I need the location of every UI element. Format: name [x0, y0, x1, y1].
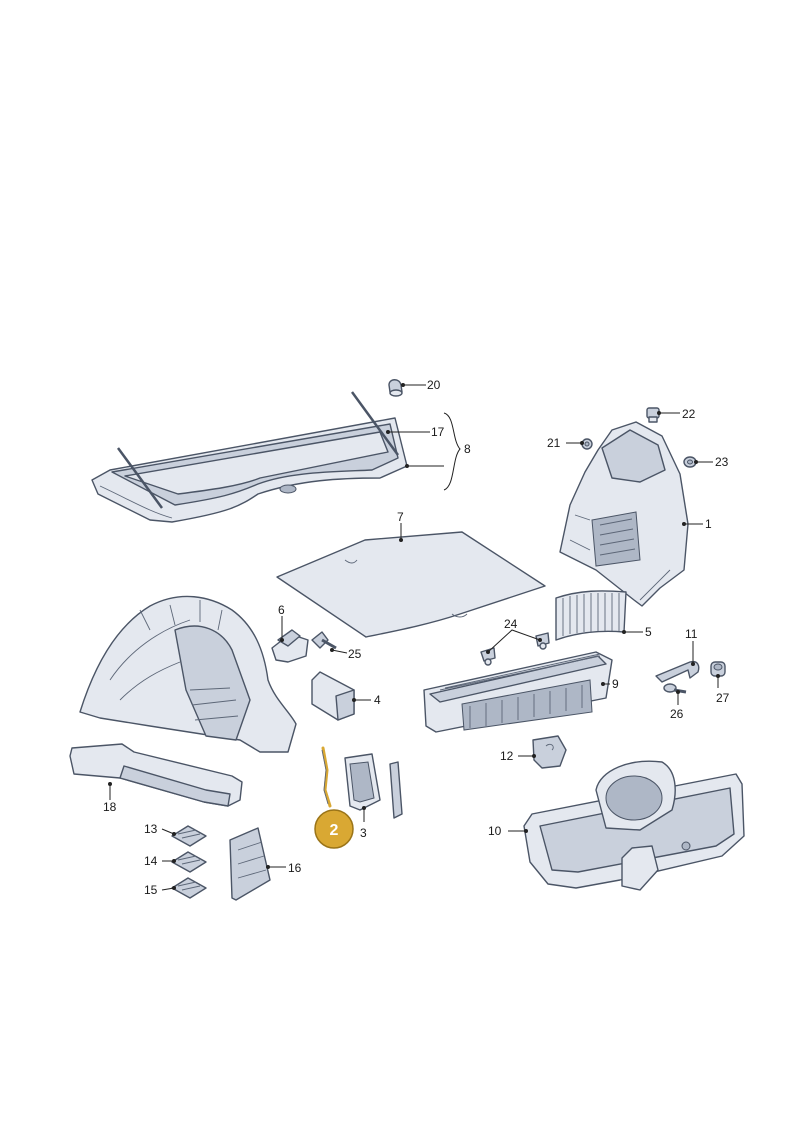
floor-mat: [276, 531, 546, 638]
label-21: 21: [547, 436, 561, 450]
clip-24-left: [480, 647, 496, 666]
sill-rail: [69, 743, 243, 807]
callout-27: 27: [716, 674, 730, 705]
callout-7: 7: [397, 510, 404, 542]
clip-20: [388, 379, 403, 397]
frame-3: [344, 753, 381, 811]
callout-12: 12: [500, 749, 536, 763]
bracket-4: [311, 671, 355, 721]
label-16: 16: [288, 861, 302, 875]
pad-14: [171, 851, 207, 873]
label-9: 9: [612, 677, 619, 691]
insulation-panel: [229, 827, 271, 901]
hook-11: [655, 660, 700, 683]
label-15: 15: [144, 883, 158, 897]
clip-24-right: [535, 632, 550, 650]
label-5: 5: [645, 625, 652, 639]
callout-15: 15: [144, 883, 176, 897]
label-11: 11: [685, 627, 698, 641]
callout-13: 13: [144, 822, 176, 836]
wheel-arch-housing: [79, 595, 297, 753]
callout-17: 17: [386, 425, 445, 439]
callout-9: 9: [601, 677, 619, 691]
label-24: 24: [504, 617, 518, 631]
seal-strip: [321, 746, 332, 808]
callout-3: 3: [360, 806, 367, 840]
callout-22: 22: [657, 407, 696, 421]
label-17: 17: [431, 425, 445, 439]
grommet-27: [710, 661, 726, 677]
callout-1: 1: [682, 517, 712, 531]
label-7: 7: [397, 510, 404, 524]
label-13: 13: [144, 822, 158, 836]
callout-24: 24: [486, 617, 542, 654]
label-22: 22: [682, 407, 696, 421]
label-2: 2: [330, 822, 339, 839]
label-25: 25: [348, 647, 362, 661]
label-3: 3: [360, 826, 367, 840]
screw-26: [663, 683, 687, 694]
label-12: 12: [500, 749, 514, 763]
shelf-strut-left: [116, 447, 164, 509]
label-8: 8: [464, 442, 471, 456]
callout-20: 20: [401, 378, 441, 392]
callout-10: 10: [488, 824, 528, 838]
cover-12: [532, 735, 567, 769]
bracket-6: [271, 629, 309, 663]
callout-5: 5: [622, 625, 652, 639]
pad-15: [171, 877, 207, 899]
label-27: 27: [716, 691, 730, 705]
label-23: 23: [715, 455, 729, 469]
callout-23: 23: [694, 455, 729, 469]
callout-11: 11: [685, 627, 698, 666]
clip-22: [646, 407, 660, 423]
callout-25: 25: [330, 647, 362, 661]
callout-21: 21: [547, 436, 584, 450]
shelf-strut-right: [350, 391, 400, 456]
pad-13: [171, 825, 207, 847]
label-4: 4: [374, 693, 381, 707]
label-10: 10: [488, 824, 502, 838]
floor-cover: [523, 760, 745, 891]
callout-4: 4: [352, 693, 381, 707]
callout-16: 16: [266, 861, 302, 875]
side-trim-panel: [559, 421, 689, 607]
callout-8-bracket: 8: [405, 412, 471, 491]
label-18: 18: [103, 800, 117, 814]
label-6: 6: [278, 603, 285, 617]
callout-6: 6: [278, 603, 285, 642]
vent-grille: [555, 590, 627, 641]
cover-3: [389, 761, 403, 819]
loading-sill-trim: [423, 651, 613, 733]
parcel-shelf: [91, 417, 408, 523]
highlight-marker[interactable]: [314, 809, 354, 849]
label-1: 1: [705, 517, 712, 531]
label-20: 20: [427, 378, 441, 392]
screw-21: [581, 438, 593, 450]
callout-14: 14: [144, 854, 176, 868]
label-26: 26: [670, 707, 684, 721]
callout-18: 18: [103, 782, 117, 814]
rivet-25: [311, 631, 337, 650]
callout-26: 26: [670, 690, 684, 721]
label-14: 14: [144, 854, 158, 868]
highlight-callout-2[interactable]: 2: [314, 809, 354, 849]
